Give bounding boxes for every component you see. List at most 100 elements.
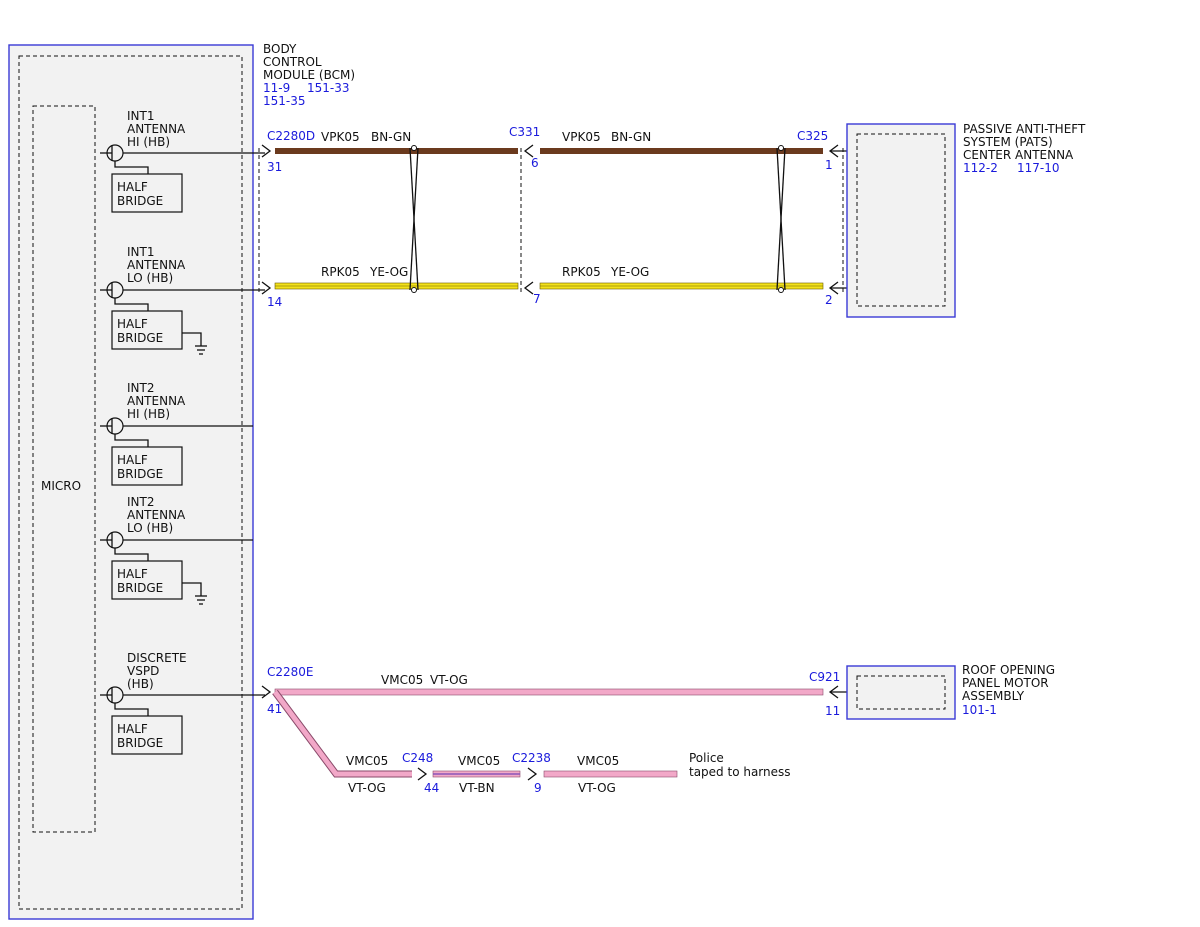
c325-pin-1: 1 xyxy=(825,158,833,172)
bcm-title-line3: MODULE (BCM) xyxy=(263,68,355,82)
wire-vpk05-seg1 xyxy=(275,148,518,154)
connector-c2280e-label: C2280E xyxy=(267,665,314,679)
arrow-c921 xyxy=(828,685,839,699)
connector-c2238-label: C2238 xyxy=(512,751,551,765)
c331-pin-6: 6 xyxy=(531,156,539,170)
wire-color-ye-og-1: YE-OG xyxy=(369,265,408,279)
connector-c248-label: C248 xyxy=(402,751,433,765)
wire-label-vpk05-1: VPK05 xyxy=(321,130,360,144)
c921-pin-11: 11 xyxy=(825,704,840,718)
pats-title-line3: CENTER ANTENNA xyxy=(963,148,1074,162)
bcm-inner-dashed-box xyxy=(18,55,243,910)
pin-label-line1: DISCRETE xyxy=(127,651,187,665)
c2280e-pin-41: 41 xyxy=(267,702,282,716)
connector-c2280d-label: C2280D xyxy=(267,129,315,143)
pats-ref-2: 117-10 xyxy=(1017,161,1060,175)
wire-color-vt-og-branch: VT-OG xyxy=(348,781,386,795)
c325-pin-2: 2 xyxy=(825,293,833,307)
roof-ref-1: 101-1 xyxy=(962,703,997,717)
bcm-title-line1: BODY xyxy=(263,42,297,56)
wire-color-vt-og-end: VT-OG xyxy=(578,781,616,795)
wire-label-rpk05-1: RPK05 xyxy=(321,265,360,279)
pin-int1-hi: INT1 ANTENNA HI (HB) HALF BRIDGE xyxy=(100,109,265,213)
arrow-c2280d-hi xyxy=(261,144,272,158)
half-bridge-label-2: BRIDGE xyxy=(117,467,163,481)
micro-box xyxy=(32,105,96,833)
bcm-ref-3: 151-35 xyxy=(263,94,306,108)
wire-vmc05-main xyxy=(274,688,824,696)
pin-label-line1: INT1 xyxy=(127,245,154,259)
half-bridge-label-1: HALF xyxy=(117,722,148,736)
pin-label-line1: INT1 xyxy=(127,109,154,123)
pin-label-line2: VSPD xyxy=(127,664,159,678)
half-bridge-label-2: BRIDGE xyxy=(117,581,163,595)
half-bridge-label-2: BRIDGE xyxy=(117,194,163,208)
wire-color-vt-bn: VT-BN xyxy=(459,781,495,795)
pin-label-line2: ANTENNA xyxy=(127,508,186,522)
wire-label-vmc05-branch: VMC05 xyxy=(346,754,388,768)
arrow-c331-hi xyxy=(523,144,534,158)
pin-label-line2: ANTENNA xyxy=(127,122,186,136)
note-line1: Police xyxy=(689,751,724,765)
c248-pin-44: 44 xyxy=(424,781,439,795)
half-bridge-box xyxy=(111,310,183,350)
pin-label-line3: LO (HB) xyxy=(127,521,173,535)
half-bridge-box xyxy=(111,560,183,600)
pin-label-line2: ANTENNA xyxy=(127,258,186,272)
half-bridge-label-1: HALF xyxy=(117,453,148,467)
c331-pin-7: 7 xyxy=(533,292,541,306)
half-bridge-label-1: HALF xyxy=(117,180,148,194)
arrow-c325-lo xyxy=(828,281,839,295)
pats-ref-1: 112-2 xyxy=(963,161,998,175)
pin-int2-hi: INT2 ANTENNA HI (HB) HALF BRIDGE xyxy=(100,381,253,486)
bcm-ref-1: 11-9 xyxy=(263,81,290,95)
pin-int1-lo: INT1 ANTENNA LO (HB) HALF BRIDGE xyxy=(100,245,265,355)
note-line2: taped to harness xyxy=(689,765,791,779)
pin-label-line3: HI (HB) xyxy=(127,135,170,149)
wire-label-vpk05-2: VPK05 xyxy=(562,130,601,144)
connector-c325-label: C325 xyxy=(797,129,828,143)
wire-vmc05-branch-outline xyxy=(272,689,412,778)
half-bridge-box xyxy=(111,446,183,486)
pin-label-line3: (HB) xyxy=(127,677,154,691)
pin-label-line1: INT2 xyxy=(127,495,154,509)
wire-vpk05-seg2 xyxy=(540,148,823,154)
arrow-c2280e xyxy=(261,685,272,699)
wire-vmc05-branch xyxy=(272,690,412,777)
pin-label-line3: LO (HB) xyxy=(127,271,173,285)
wire-label-vmc05-end: VMC05 xyxy=(577,754,619,768)
connector-c331-label: C331 xyxy=(509,125,540,139)
wire-label-vmc05-main: VMC05 xyxy=(381,673,423,687)
pats-inner-dashed-box xyxy=(856,133,946,307)
connector-c921-label: C921 xyxy=(809,670,840,684)
half-bridge-box xyxy=(111,173,183,213)
c2280d-pin-31: 31 xyxy=(267,160,282,174)
half-bridge-label-1: HALF xyxy=(117,567,148,581)
arrow-c2280d-lo xyxy=(261,281,272,295)
roof-title-line2: PANEL MOTOR xyxy=(962,676,1049,690)
arrow-c325-hi xyxy=(828,144,839,158)
wire-color-vt-og-main: VT-OG xyxy=(430,673,468,687)
wire-label-vmc05-mid: VMC05 xyxy=(458,754,500,768)
half-bridge-label-2: BRIDGE xyxy=(117,331,163,345)
roof-title-line3: ASSEMBLY xyxy=(962,689,1025,703)
arrow-c248 xyxy=(417,767,428,781)
twisted-pair-marker-1 xyxy=(409,145,419,293)
wire-vmc05-end xyxy=(543,770,678,778)
half-bridge-label-1: HALF xyxy=(117,317,148,331)
pats-title-line2: SYSTEM (PATS) xyxy=(963,135,1053,149)
pin-label-line1: INT2 xyxy=(127,381,154,395)
micro-label: MICRO xyxy=(41,479,81,493)
half-bridge-label-2: BRIDGE xyxy=(117,736,163,750)
roof-inner-dashed-box xyxy=(856,675,946,710)
roof-title-line1: ROOF OPENING xyxy=(962,663,1055,677)
roof-module-box xyxy=(846,665,956,720)
pats-title-line1: PASSIVE ANTI-THEFT xyxy=(963,122,1086,136)
bcm-module-box xyxy=(8,44,254,920)
wire-color-ye-og-2: YE-OG xyxy=(610,265,649,279)
c2238-pin-9: 9 xyxy=(534,781,542,795)
pin-label-line3: HI (HB) xyxy=(127,407,170,421)
bcm-ref-2: 151-33 xyxy=(307,81,350,95)
arrow-c2238 xyxy=(527,767,538,781)
